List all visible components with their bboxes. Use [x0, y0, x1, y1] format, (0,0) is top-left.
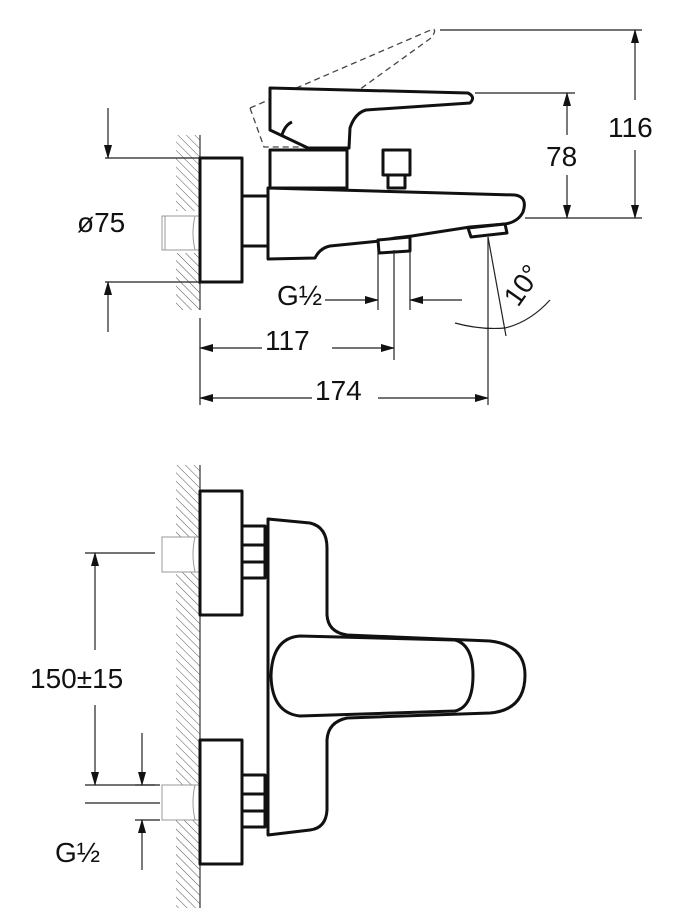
- wall-hatch-bottom: [176, 465, 201, 908]
- dim-centers: 150±15: [30, 552, 155, 786]
- escutcheon-side: [198, 156, 244, 284]
- connector-upper: [240, 524, 267, 580]
- dim-projection: 174: [199, 375, 489, 406]
- spout-outlet: [466, 222, 509, 239]
- diverter-knob: [381, 148, 412, 177]
- dim-to-outlet: 117: [199, 318, 395, 405]
- cartridge-block: [268, 148, 349, 190]
- dim-outlet-thread-label: G½: [277, 280, 322, 311]
- wall-hatch-top: [176, 135, 201, 310]
- dim-total-height: 116: [440, 29, 653, 219]
- dim-diameter: ø75: [77, 108, 200, 332]
- dim-diameter-label: ø75: [77, 207, 125, 238]
- dim-angle-label: 10°: [498, 259, 548, 311]
- dim-inlet-thread-label: G½: [55, 837, 100, 868]
- escutcheon-lower: [198, 738, 244, 866]
- dim-angle: 10°: [454, 236, 551, 405]
- dim-lever-height: 78: [475, 92, 577, 219]
- inlet-pipe-upper: [161, 536, 201, 573]
- connector-lower: [240, 773, 267, 829]
- diverter-stem: [386, 173, 407, 190]
- dim-total-height-label: 116: [608, 112, 653, 143]
- lever-front: [269, 634, 475, 718]
- lever-side: [268, 86, 475, 150]
- lever-open-outline: [249, 28, 436, 148]
- spout-body: [266, 186, 526, 261]
- inlet-pipe-lower: [161, 784, 201, 821]
- dim-inlet-thread: G½: [55, 733, 160, 870]
- inlet-pipe-side: [161, 215, 201, 251]
- dim-to-outlet-label: 117: [265, 325, 310, 356]
- dim-centers-label: 150±15: [30, 663, 123, 694]
- escutcheon-upper: [198, 489, 244, 617]
- side-view: ø75 116 78 G½ 10°: [77, 28, 653, 406]
- dim-projection-label: 174: [315, 375, 362, 406]
- front-view: 150±15 G½: [30, 465, 527, 908]
- dim-outlet-thread: G½: [277, 250, 462, 360]
- dim-lever-height-label: 78: [546, 141, 577, 172]
- connector-side: [240, 194, 270, 248]
